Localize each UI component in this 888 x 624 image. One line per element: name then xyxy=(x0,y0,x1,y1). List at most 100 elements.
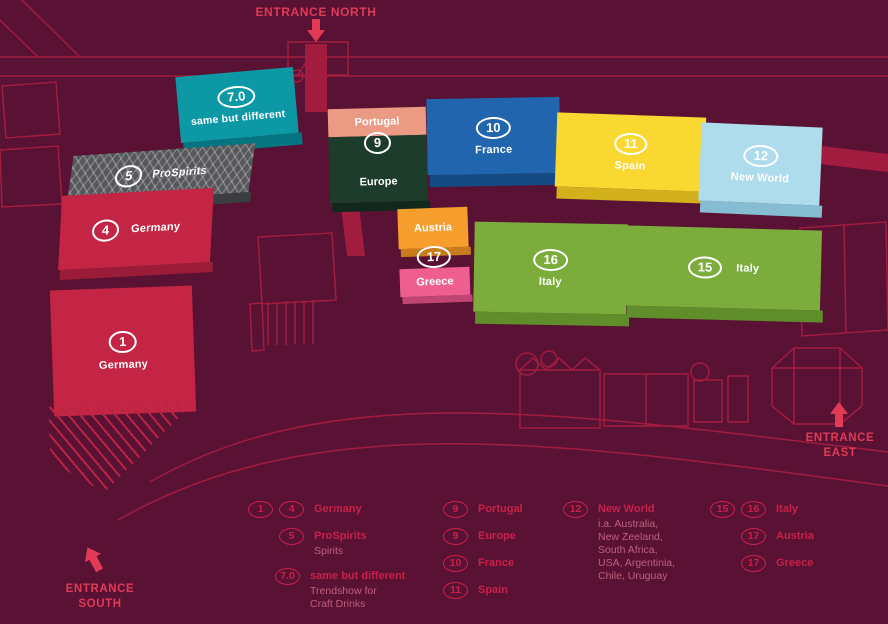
entrance-north-label: ENTRANCE NORTH xyxy=(226,5,406,19)
legend-label: Italy xyxy=(776,503,799,515)
street-lines xyxy=(0,0,888,521)
hall-side xyxy=(402,294,473,305)
legend-label: Austria xyxy=(776,530,814,542)
legend-sublabel: Craft Drinks xyxy=(310,598,366,610)
hall-badge: 7.0 xyxy=(216,84,257,110)
roads xyxy=(305,44,888,256)
hall-label-portugal: Portugal xyxy=(354,115,400,129)
hall-face: 12 New World xyxy=(698,122,823,206)
hall-label: New World xyxy=(730,170,790,185)
legend-sublabel: New Zeeland, xyxy=(598,531,663,543)
hall-label-europe: Europe xyxy=(359,175,398,189)
hall-badge: 16 xyxy=(533,248,569,271)
legend-label: Germany xyxy=(314,503,362,515)
legend-sublabel: Spirits xyxy=(314,545,344,557)
hall-badge: 4 xyxy=(91,218,120,243)
entrance-east-text-line1: ENTRANCE xyxy=(805,432,875,444)
hall-15-italy[interactable]: 15 Italy xyxy=(624,225,823,323)
hall-10-france[interactable]: 10 France xyxy=(426,96,564,188)
legend-label: Spain xyxy=(478,584,508,596)
legend-sublabel: Trendshow for xyxy=(310,585,377,597)
hall-7-0-same-but-different[interactable]: 7.0 same but different xyxy=(175,66,303,155)
legend-row-austria: 17 Austria xyxy=(710,528,814,545)
legend-label: New World xyxy=(598,503,655,515)
legend-label: Greece xyxy=(776,557,814,569)
legend-column-1: 1 4 Germany 5 ProSpirits Spirits 7.0 sam… xyxy=(248,501,405,621)
hall-12-new-world[interactable]: 12 New World xyxy=(698,122,823,218)
hall-1-germany[interactable]: 1 Germany xyxy=(49,285,197,417)
legend-badge-5: 5 xyxy=(279,528,304,545)
legend-row-prospirits: 5 ProSpirits Spirits xyxy=(248,528,405,558)
legend-column-4: 15 16 Italy 17 Austria 17 Greece xyxy=(710,501,814,582)
hall-label: France xyxy=(474,143,513,156)
legend-badge-1: 1 xyxy=(248,501,273,518)
legend-label: Europe xyxy=(478,530,516,542)
hall-label-greece: Greece xyxy=(416,275,454,289)
hall-4-germany[interactable]: 4 Germany xyxy=(58,187,214,281)
legend-badge-15: 15 xyxy=(710,501,735,518)
legend-row-same-but-different: 7.0 same but different Trendshow for Cra… xyxy=(248,568,405,611)
legend-label: same but different xyxy=(310,570,406,582)
legend-badge-17: 17 xyxy=(741,528,766,545)
legend-sublabel: USA, Argentinia, xyxy=(598,557,676,569)
hall-16-italy[interactable]: 16 Italy xyxy=(473,221,630,327)
legend-column-3: 12 New World i.a. Australia, New Zeeland… xyxy=(563,501,675,593)
legend-badge-16: 16 xyxy=(741,501,766,518)
legend-badge-7-0: 7.0 xyxy=(275,568,300,585)
hall-label: Italy xyxy=(538,275,562,288)
legend-label: Portugal xyxy=(478,503,523,515)
hall-label: Italy xyxy=(736,262,760,275)
legend-column-2: 9 Portugal 9 Europe 10 France 11 Spain xyxy=(443,501,523,609)
entrance-south-text-line1: ENTRANCE xyxy=(65,583,135,595)
legend-badge-9: 9 xyxy=(443,528,468,545)
legend-row-spain: 11 Spain xyxy=(443,582,523,599)
legend-row-europe: 9 Europe xyxy=(443,528,523,545)
hall-9-portugal-europe[interactable]: Portugal Europe 9 xyxy=(327,106,431,213)
hall-label: ProSpirits xyxy=(151,164,208,181)
legend-row-france: 10 France xyxy=(443,555,523,572)
hall-face: 7.0 same but different xyxy=(175,66,299,144)
hall-label: Spain xyxy=(614,158,646,173)
entrance-north-text: ENTRANCE NORTH xyxy=(255,5,377,19)
hall-side xyxy=(429,172,564,188)
hall-badge: 12 xyxy=(743,143,779,168)
entrance-north-arrow xyxy=(307,19,325,42)
legend-label: France xyxy=(478,557,515,569)
hall-badge: 1 xyxy=(108,330,137,354)
entrance-east-text-line2: EAST xyxy=(823,447,857,459)
legend-badge-11: 11 xyxy=(443,582,468,599)
hall-label: Germany xyxy=(130,220,181,236)
legend-row-new-world: 12 New World i.a. Australia, New Zeeland… xyxy=(563,501,675,583)
hall-face: 16 Italy xyxy=(473,221,628,315)
hall-label: Germany xyxy=(98,358,149,372)
legend-badge-9: 9 xyxy=(443,501,468,518)
hall-greece-face: Greece xyxy=(399,266,471,298)
legend-row-germany: 1 4 Germany xyxy=(248,501,405,518)
hall-face: 11 Spain xyxy=(554,112,707,192)
entrance-south-text-line2: SOUTH xyxy=(78,598,122,610)
hall-badge: 17 xyxy=(416,245,452,269)
hall-label-austria: Austria xyxy=(413,221,453,235)
entrance-east-label: ENTRANCE EAST xyxy=(798,431,882,461)
legend-badge-4: 4 xyxy=(279,501,304,518)
legend-row-italy: 15 16 Italy xyxy=(710,501,814,518)
hall-label: same but different xyxy=(190,107,286,129)
entrance-south-arrow xyxy=(85,547,104,573)
hall-badge: 15 xyxy=(687,256,723,279)
legend-sublabel: South Africa, xyxy=(598,544,658,556)
legend-sublabel: Chile, Uruguay xyxy=(598,570,668,582)
entrance-east-arrow xyxy=(830,402,848,427)
hall-badge: 10 xyxy=(475,116,511,139)
hall-badge: 5 xyxy=(113,164,144,189)
hall-austria-face: Austria xyxy=(397,206,469,250)
hall-face: 4 Germany xyxy=(58,187,214,271)
hall-face: 15 Italy xyxy=(624,225,823,311)
hall-badge: 11 xyxy=(613,131,649,156)
legend-row-greece: 17 Greece xyxy=(710,555,814,572)
hall-11-spain[interactable]: 11 Spain xyxy=(554,112,707,204)
legend-badge-17: 17 xyxy=(741,555,766,572)
hall-face: 10 France xyxy=(426,96,561,176)
legend-badge-10: 10 xyxy=(443,555,468,572)
hall-17-austria-greece[interactable]: Austria Greece 17 xyxy=(397,206,473,305)
